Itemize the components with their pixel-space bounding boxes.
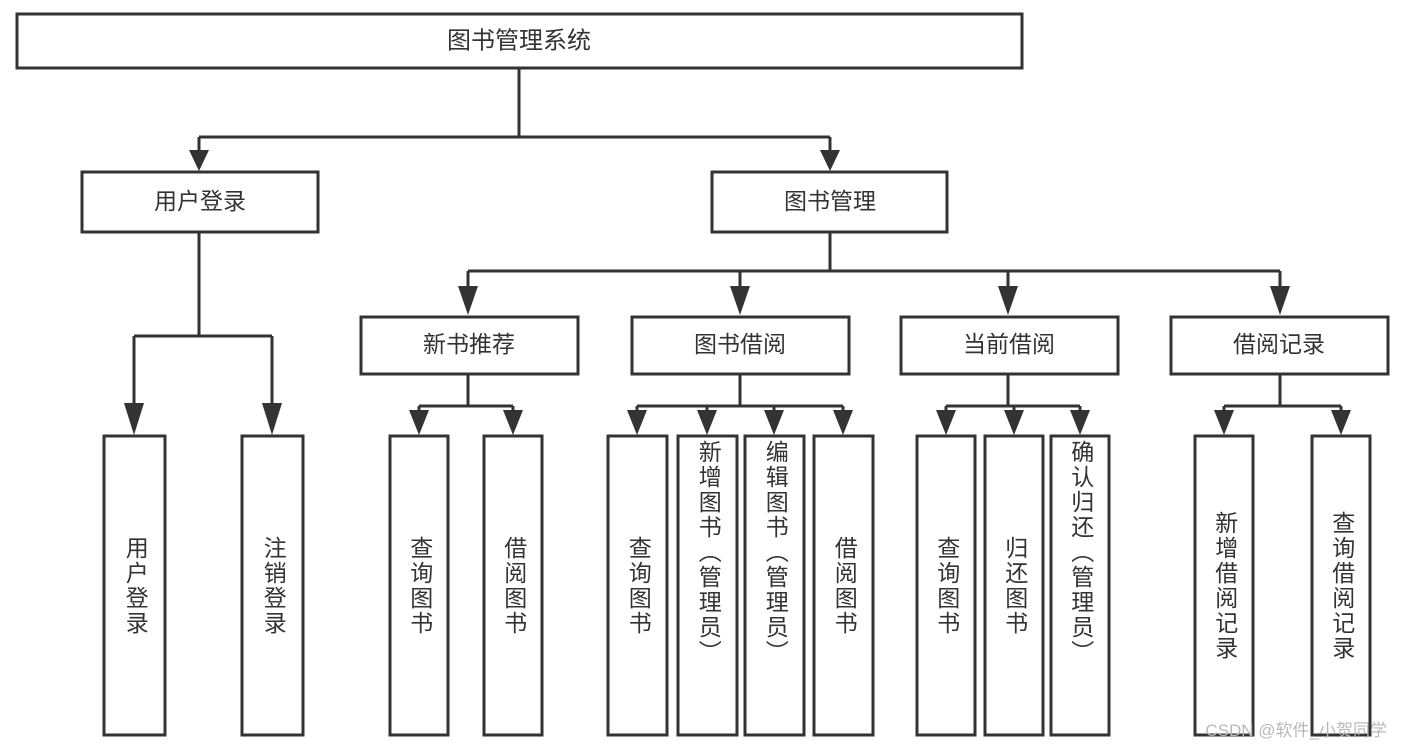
node-new-book-recommend-box[interactable] bbox=[359, 315, 580, 376]
arrow-head-bb-leaf-3 bbox=[764, 410, 784, 435]
connector-group-borrow-record-leaves bbox=[1214, 375, 1351, 435]
arrow-head-record bbox=[1270, 286, 1290, 315]
connector-group-new-book-leaves bbox=[409, 375, 523, 435]
node-book-management-label: 图书管理 bbox=[784, 188, 876, 214]
arrow-head-bb-leaf-2 bbox=[697, 410, 717, 435]
node-borrow-record-box[interactable] bbox=[1169, 315, 1390, 376]
node-book-management[interactable]: 图书管理 bbox=[710, 170, 949, 234]
arrow-head-book-mgmt bbox=[820, 150, 840, 171]
leaf-box-book-borrow-4[interactable] bbox=[812, 434, 875, 737]
node-book-borrow[interactable]: 图书借阅 bbox=[630, 315, 851, 376]
node-borrow-record-label: 借阅记录 bbox=[1233, 331, 1325, 357]
node-current-borrow-box[interactable] bbox=[899, 315, 1120, 376]
node-user-login[interactable]: 用户登录 bbox=[80, 170, 320, 234]
node-root-label: 图书管理系统 bbox=[447, 27, 591, 54]
connector-group-book-borrow-leaves bbox=[627, 375, 853, 435]
leaf-box-current-borrow-3[interactable] bbox=[1049, 434, 1111, 737]
node-user-login-label: 用户登录 bbox=[154, 188, 246, 214]
connector-group-user-login-leaves bbox=[124, 232, 282, 435]
node-current-borrow-label: 当前借阅 bbox=[963, 331, 1055, 357]
arrow-head-borrow bbox=[730, 286, 750, 315]
arrow-head-cb-leaf-2 bbox=[1004, 410, 1024, 435]
arrow-head-nb-leaf-1 bbox=[409, 410, 429, 435]
arrow-head-new-book bbox=[458, 286, 478, 315]
leaf-box-borrow-record-1[interactable] bbox=[1193, 434, 1255, 737]
leaf-box-borrow-record-2[interactable] bbox=[1310, 434, 1372, 737]
arrow-head-cb-leaf-1 bbox=[936, 410, 956, 435]
node-root[interactable]: 图书管理系统 bbox=[15, 12, 1024, 70]
arrow-head-ul-leaf-1 bbox=[124, 403, 144, 435]
node-new-book-recommend[interactable]: 新书推荐 bbox=[359, 315, 580, 376]
leaf-box-book-borrow-1[interactable] bbox=[606, 434, 669, 737]
node-root-box[interactable] bbox=[15, 12, 1024, 70]
arrow-head-cb-leaf-3 bbox=[1070, 410, 1090, 435]
node-book-management-box[interactable] bbox=[710, 170, 949, 234]
leaf-box-user-login-1[interactable] bbox=[102, 434, 167, 737]
connector-group-book-mgmt bbox=[458, 232, 1290, 315]
leaf-box-current-borrow-2[interactable] bbox=[983, 434, 1045, 737]
arrow-head-bb-leaf-4 bbox=[833, 410, 853, 435]
arrow-head-br-leaf-2 bbox=[1331, 410, 1351, 435]
arrow-head-nb-leaf-2 bbox=[503, 410, 523, 435]
leaf-box-current-borrow-1[interactable] bbox=[915, 434, 977, 737]
connector-group-current-borrow-leaves bbox=[936, 375, 1090, 435]
leaf-box-book-borrow-2[interactable] bbox=[676, 434, 739, 737]
arrow-head-user-login bbox=[189, 150, 209, 171]
node-borrow-record[interactable]: 借阅记录 bbox=[1169, 315, 1390, 376]
arrow-head-br-leaf-1 bbox=[1214, 410, 1234, 435]
node-book-borrow-label: 图书借阅 bbox=[694, 331, 786, 357]
leaf-box-book-borrow-3[interactable] bbox=[743, 434, 806, 737]
leaf-box-user-login-2[interactable] bbox=[240, 434, 305, 737]
connector-group-root bbox=[189, 68, 840, 171]
node-new-book-recommend-label: 新书推荐 bbox=[423, 331, 515, 357]
node-book-borrow-box[interactable] bbox=[630, 315, 851, 376]
node-current-borrow[interactable]: 当前借阅 bbox=[899, 315, 1120, 376]
arrow-head-current bbox=[998, 286, 1018, 315]
node-user-login-box[interactable] bbox=[80, 170, 320, 234]
leaf-box-new-book-1[interactable] bbox=[388, 434, 450, 737]
arrow-head-ul-leaf-2 bbox=[262, 403, 282, 435]
arrow-head-bb-leaf-1 bbox=[627, 410, 647, 435]
leaf-box-new-book-2[interactable] bbox=[482, 434, 544, 737]
